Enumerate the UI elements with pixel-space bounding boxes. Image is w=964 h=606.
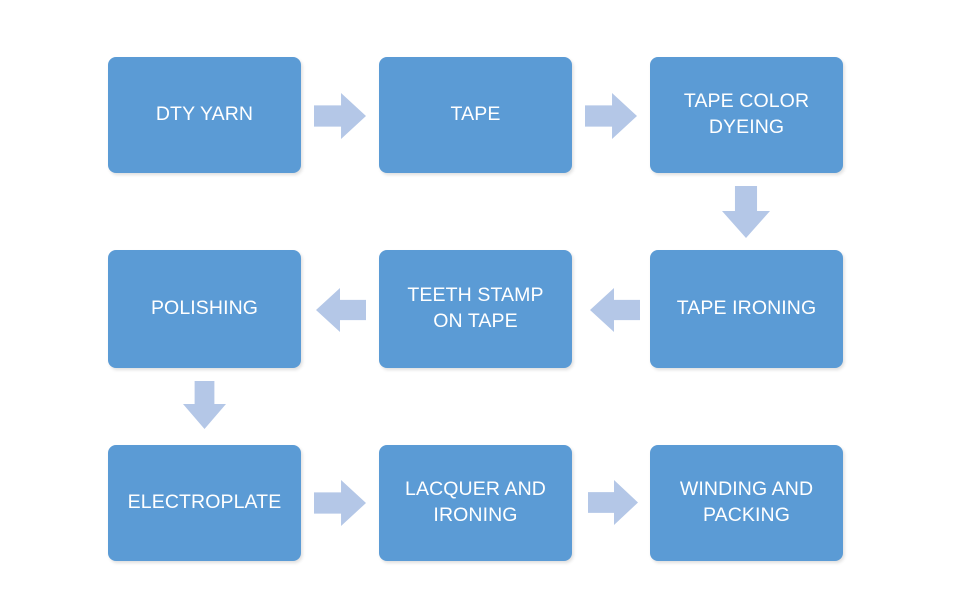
arrow-down-icon-dyeing-to-ironing [722,186,770,238]
arrow-right-icon-tape-to-dyeing [585,93,637,139]
arrow-left-icon-teeth-to-polishing [316,288,366,332]
process-node-electroplate[interactable]: ELECTROPLATE [108,445,301,561]
process-node-winding-and-packing[interactable]: WINDING AND PACKING [650,445,843,561]
process-node-tape-color-dyeing[interactable]: TAPE COLOR DYEING [650,57,843,173]
arrow-right-icon-lacquer-to-winding [588,480,638,525]
process-node-polishing[interactable]: POLISHING [108,250,301,368]
process-node-dty-yarn[interactable]: DTY YARN [108,57,301,173]
arrow-down-icon-polishing-to-electroplate [183,381,226,429]
process-node-tape-ironing[interactable]: TAPE IRONING [650,250,843,368]
process-node-teeth-stamp-on-tape[interactable]: TEETH STAMP ON TAPE [379,250,572,368]
arrow-right-icon-dty-to-tape [314,93,366,139]
process-node-lacquer-and-ironing[interactable]: LACQUER AND IRONING [379,445,572,561]
arrow-right-icon-electroplate-to-lacquer [314,480,366,526]
process-node-tape[interactable]: TAPE [379,57,572,173]
arrow-left-icon-ironing-to-teeth [590,288,640,332]
